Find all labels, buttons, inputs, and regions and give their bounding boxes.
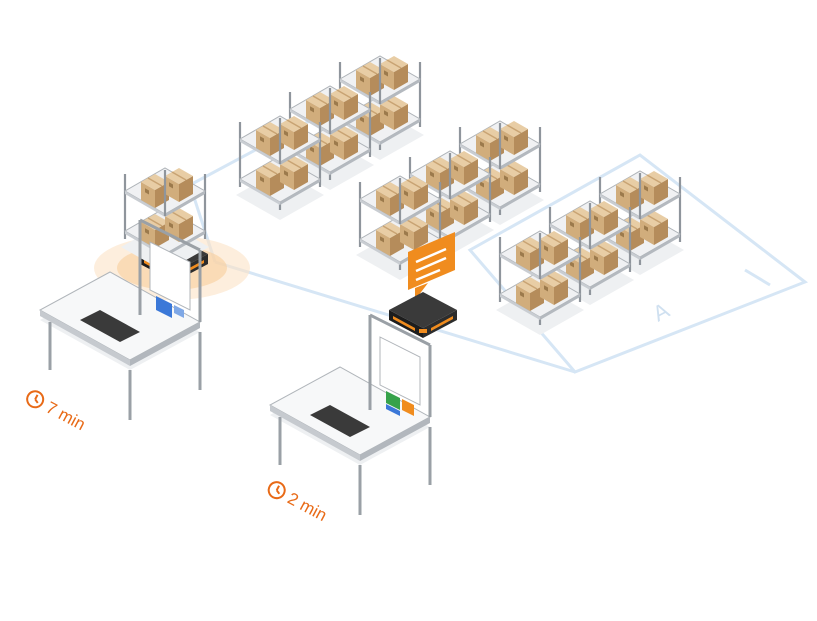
picking-workstation-1: [38, 218, 202, 422]
picking-workstation-2: [268, 313, 432, 517]
workstation-1-screen: [156, 296, 184, 318]
zone-label: A: [649, 297, 674, 326]
clock-icon: [267, 481, 286, 500]
time-label-station-2: 2 min: [267, 481, 330, 525]
message-bubble-icon: [408, 232, 455, 300]
workstation-2-screen: [386, 391, 414, 416]
time-label-station-1: 7 min: [26, 390, 89, 434]
clock-icon: [26, 390, 45, 409]
time-label-2-text: 2 min: [284, 489, 330, 525]
time-label-1-text: 7 min: [43, 398, 89, 434]
